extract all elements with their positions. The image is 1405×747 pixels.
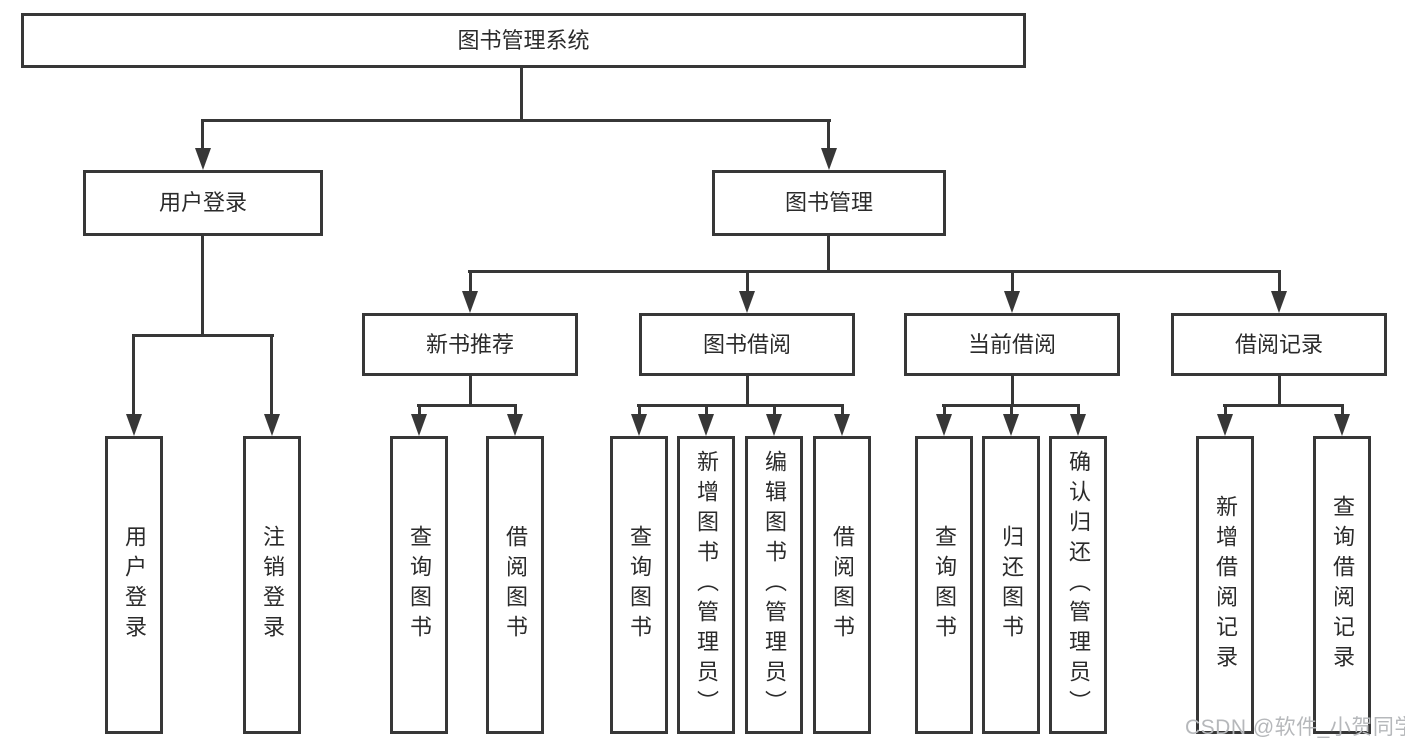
- leaf-confirm-return-admin: 确认归还（管理员）: [1049, 436, 1107, 734]
- connector-group-a-stem: [469, 376, 472, 407]
- arrow-down-icon: [739, 291, 755, 313]
- connector-b1-drop: [638, 404, 641, 418]
- arrow-down-icon: [195, 148, 211, 170]
- connector-borrow-records-drop: [1278, 270, 1281, 294]
- leaf-add-borrow-record: 新增借阅记录: [1196, 436, 1254, 734]
- leaf-query-books-c-label: 查询图书: [932, 525, 957, 645]
- connector-leaf-user-login-drop: [132, 334, 135, 416]
- connector-group-a-rail: [417, 404, 517, 407]
- connector-root-stem: [520, 68, 523, 121]
- connector-level3-rail: [468, 270, 1281, 273]
- leaf-borrow-books-b: 借阅图书: [813, 436, 871, 734]
- leaf-query-borrow-record-label: 查询借阅记录: [1330, 495, 1355, 675]
- connector-b4-drop: [841, 404, 844, 418]
- node-book-management-label: 图书管理: [784, 190, 873, 215]
- node-library-system-label: 图书管理系统: [457, 27, 590, 53]
- leaf-logout-login: 注销登录: [243, 436, 301, 734]
- arrow-down-icon: [698, 414, 714, 436]
- leaf-query-books-a-label: 查询图书: [407, 525, 432, 645]
- connector-b3-drop: [773, 404, 776, 418]
- connector-leaf-logout-drop: [270, 334, 273, 416]
- leaf-confirm-return-admin-label: 确认归还（管理员）: [1066, 450, 1091, 720]
- node-current-borrowing: 当前借阅: [904, 313, 1120, 376]
- connector-group-c-stem: [1011, 376, 1014, 407]
- leaf-logout-login-label: 注销登录: [260, 525, 285, 645]
- arrow-down-icon: [1217, 414, 1233, 436]
- connector-user-branch-stem: [201, 236, 204, 336]
- connector-group-d-rail: [1223, 404, 1344, 407]
- leaf-user-login-label: 用户登录: [122, 525, 147, 645]
- leaf-borrow-books-a-label: 借阅图书: [503, 525, 528, 645]
- connector-group-b-stem: [746, 376, 749, 407]
- leaf-add-books-admin: 新增图书（管理员）: [677, 436, 735, 734]
- connector-user-login-drop: [201, 119, 204, 150]
- connector-user-branch-rail: [132, 334, 274, 337]
- leaf-edit-books-admin: 编辑图书（管理员）: [745, 436, 803, 734]
- connector-b2-drop: [705, 404, 708, 418]
- leaf-add-borrow-record-label: 新增借阅记录: [1213, 495, 1238, 675]
- arrow-down-icon: [126, 414, 142, 436]
- arrow-down-icon: [1004, 291, 1020, 313]
- arrow-down-icon: [834, 414, 850, 436]
- node-user-login-label: 用户登录: [158, 190, 247, 215]
- node-new-book-recommendation: 新书推荐: [362, 313, 578, 376]
- arrow-down-icon: [631, 414, 647, 436]
- node-book-borrowing-label: 图书借阅: [702, 331, 791, 357]
- node-book-borrowing: 图书借阅: [639, 313, 855, 376]
- connector-book-borrow-drop: [746, 270, 749, 294]
- connector-c3-drop: [1077, 404, 1080, 418]
- arrow-down-icon: [936, 414, 952, 436]
- leaf-add-books-admin-label: 新增图书（管理员）: [694, 450, 719, 720]
- leaf-edit-books-admin-label: 编辑图书（管理员）: [762, 450, 787, 720]
- connector-c2-drop: [1010, 404, 1013, 418]
- connector-a2-drop: [514, 404, 517, 418]
- arrow-down-icon: [507, 414, 523, 436]
- connector-c1-drop: [943, 404, 946, 418]
- leaf-return-books-label: 归还图书: [999, 525, 1024, 645]
- leaf-return-books: 归还图书: [982, 436, 1040, 734]
- arrow-down-icon: [462, 291, 478, 313]
- arrow-down-icon: [766, 414, 782, 436]
- connector-a1-drop: [418, 404, 421, 418]
- arrow-down-icon: [1070, 414, 1086, 436]
- connector-d2-drop: [1341, 404, 1344, 418]
- node-book-management: 图书管理: [712, 170, 946, 236]
- arrow-down-icon: [1334, 414, 1350, 436]
- connector-d1-drop: [1224, 404, 1227, 418]
- arrow-down-icon: [821, 148, 837, 170]
- leaf-user-login: 用户登录: [105, 436, 163, 734]
- leaf-query-books-a: 查询图书: [390, 436, 448, 734]
- leaf-borrow-books-a: 借阅图书: [486, 436, 544, 734]
- leaf-query-books-b: 查询图书: [610, 436, 668, 734]
- node-borrowing-records: 借阅记录: [1171, 313, 1387, 376]
- watermark-text: CSDN @软件_小贺同学: [1185, 716, 1405, 739]
- arrow-down-icon: [1271, 291, 1287, 313]
- leaf-borrow-books-b-label: 借阅图书: [830, 525, 855, 645]
- connector-group-d-stem: [1278, 376, 1281, 407]
- node-borrowing-records-label: 借阅记录: [1234, 331, 1323, 357]
- connector-mgmt-branch-stem: [827, 236, 830, 273]
- connector-level2-rail: [201, 119, 831, 122]
- arrow-down-icon: [411, 414, 427, 436]
- connector-book-mgmt-drop: [827, 119, 830, 150]
- arrow-down-icon: [1003, 414, 1019, 436]
- connector-current-borrow-drop: [1011, 270, 1014, 294]
- connector-group-b-rail: [637, 404, 844, 407]
- node-new-book-recommendation-label: 新书推荐: [425, 331, 514, 357]
- leaf-query-books-c: 查询图书: [915, 436, 973, 734]
- leaf-query-books-b-label: 查询图书: [627, 525, 652, 645]
- node-library-system: 图书管理系统: [21, 13, 1026, 68]
- leaf-query-borrow-record: 查询借阅记录: [1313, 436, 1371, 734]
- connector-new-book-drop: [469, 270, 472, 294]
- node-current-borrowing-label: 当前借阅: [967, 331, 1056, 357]
- node-user-login: 用户登录: [83, 170, 323, 236]
- arrow-down-icon: [264, 414, 280, 436]
